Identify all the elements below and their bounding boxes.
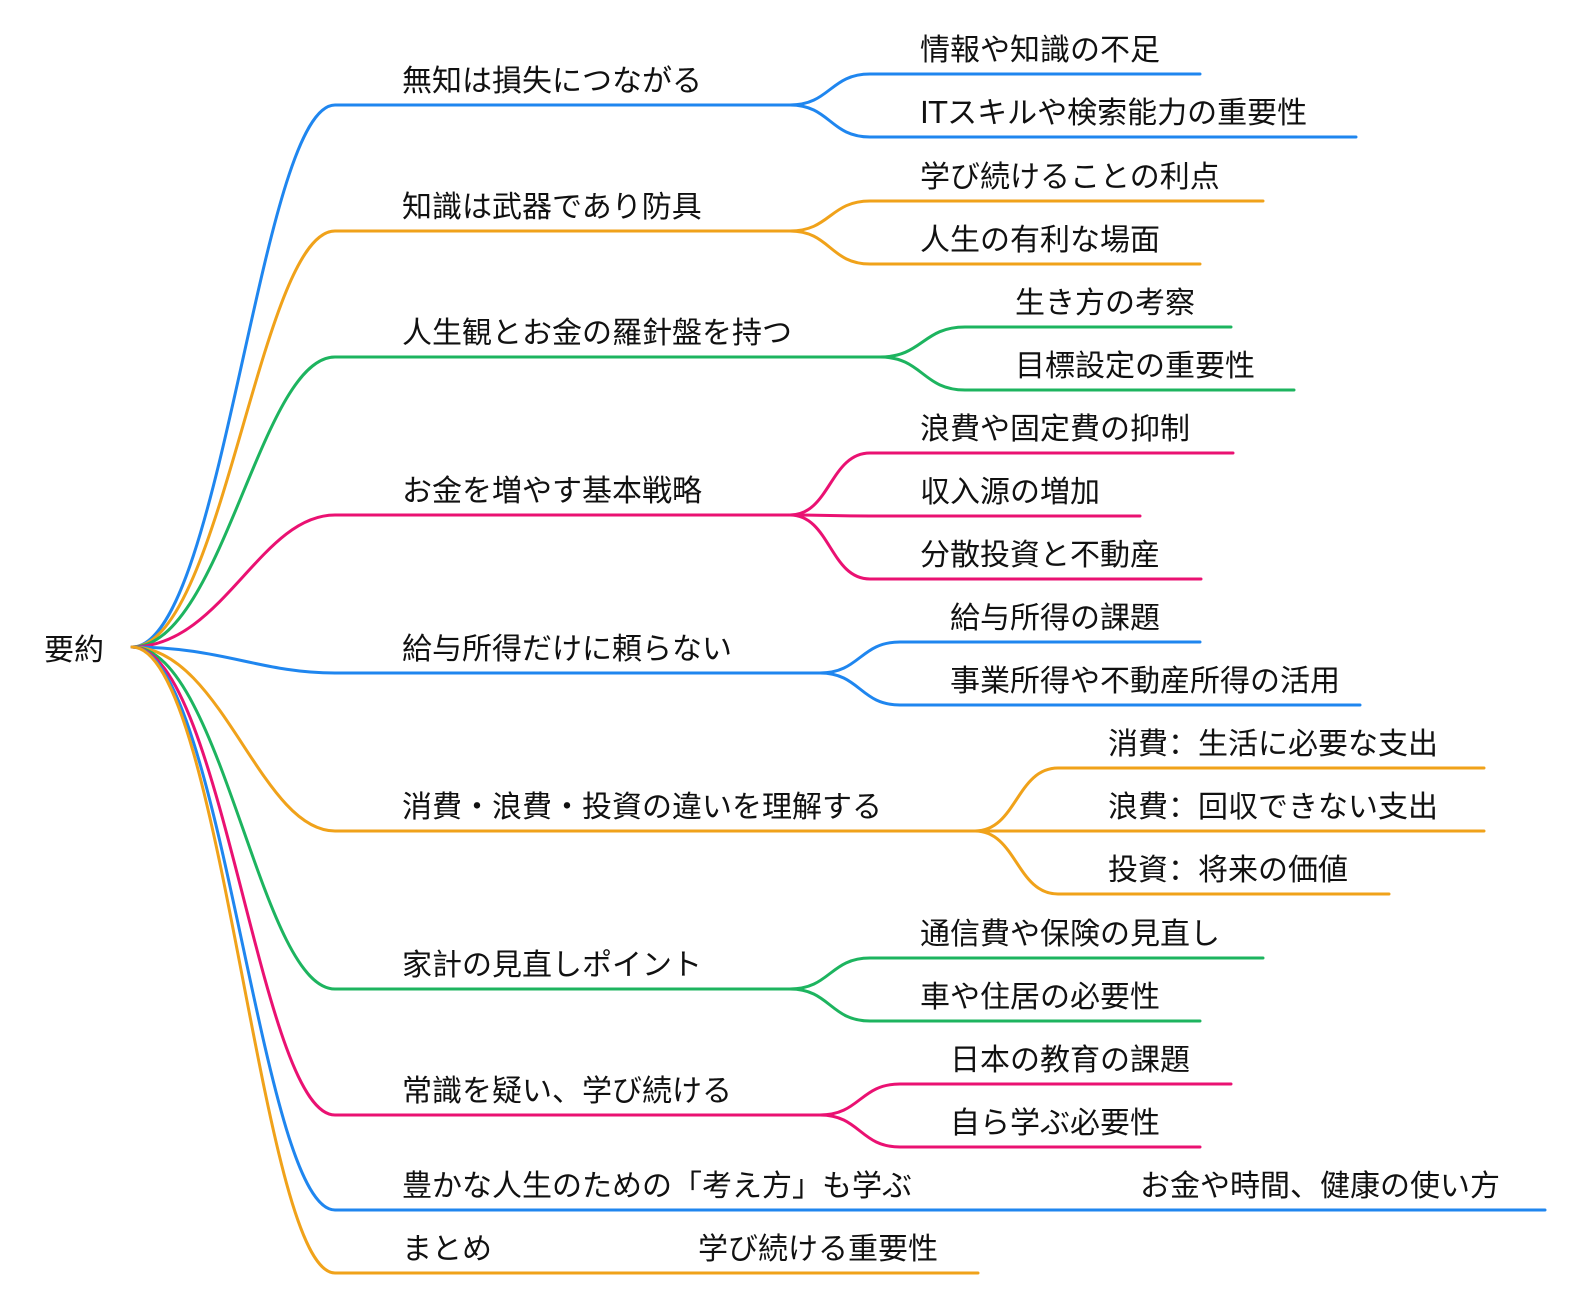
leaf-edge bbox=[788, 513, 1203, 581]
branch-edge bbox=[130, 645, 822, 675]
branch-node[interactable]: 消費・浪費・投資の違いを理解する bbox=[402, 790, 882, 825]
branch-edge bbox=[130, 355, 882, 649]
branch-node[interactable]: 家計の見直しポイント bbox=[402, 948, 702, 983]
leaf-node[interactable]: 目標設定の重要性 bbox=[1015, 349, 1255, 384]
leaf-node[interactable]: 日本の教育の課題 bbox=[950, 1043, 1190, 1078]
branch-edge bbox=[130, 513, 792, 649]
leaf-node[interactable]: 事業所得や不動産所得の活用 bbox=[950, 664, 1340, 699]
branch-node[interactable]: 豊かな人生のための「考え方」も学ぶ bbox=[402, 1169, 912, 1204]
leaf-edge bbox=[973, 766, 1486, 833]
leaf-node[interactable]: 生き方の考察 bbox=[1015, 286, 1195, 321]
branch-edge bbox=[130, 645, 652, 1275]
leaf-node[interactable]: ITスキルや検索能力の重要性 bbox=[920, 96, 1307, 131]
leaf-node[interactable]: 車や住居の必要性 bbox=[920, 980, 1160, 1015]
leaf-edge bbox=[788, 229, 1202, 266]
branch-node[interactable]: 人生観とお金の羅針盤を持つ bbox=[402, 316, 792, 351]
branch-edge bbox=[130, 103, 792, 649]
leaf-node[interactable]: 学び続ける重要性 bbox=[698, 1232, 938, 1267]
branch-edge bbox=[130, 645, 1102, 1212]
leaf-edge bbox=[788, 451, 1235, 517]
leaf-edge bbox=[818, 1082, 1233, 1117]
branch-node[interactable]: 給与所得だけに頼らない bbox=[402, 632, 732, 667]
leaf-edge bbox=[818, 1113, 1202, 1149]
leaf-node[interactable]: お金や時間、健康の使い方 bbox=[1140, 1169, 1500, 1204]
leaf-edge bbox=[818, 640, 1202, 675]
leaf-node[interactable]: 浪費：回収できない支出 bbox=[1108, 790, 1438, 825]
branch-edge bbox=[130, 645, 792, 991]
branch-edge bbox=[130, 645, 822, 1117]
leaf-node[interactable]: 消費：生活に必要な支出 bbox=[1108, 727, 1438, 762]
leaf-node[interactable]: 分散投資と不動産 bbox=[920, 538, 1160, 573]
branch-node[interactable]: 無知は損失につながる bbox=[402, 64, 702, 99]
leaf-node[interactable]: 浪費や固定費の抑制 bbox=[920, 412, 1190, 447]
branch-edge bbox=[130, 229, 792, 649]
leaf-node[interactable]: 学び続けることの利点 bbox=[920, 160, 1220, 195]
leaf-edge bbox=[788, 513, 1142, 518]
leaf-node[interactable]: 人生の有利な場面 bbox=[920, 223, 1160, 258]
leaf-node[interactable]: 自ら学ぶ必要性 bbox=[950, 1106, 1160, 1141]
leaf-edge bbox=[973, 829, 1391, 896]
leaf-edge bbox=[788, 72, 1202, 107]
leaf-node[interactable]: 給与所得の課題 bbox=[950, 601, 1160, 636]
branch-edge bbox=[130, 645, 977, 833]
branch-node[interactable]: 常識を疑い、学び続ける bbox=[402, 1074, 732, 1109]
leaf-node[interactable]: 投資：将来の価値 bbox=[1108, 853, 1348, 888]
leaf-edge bbox=[878, 355, 1296, 392]
mindmap-labels: 要約 無知は損失につながる 情報や知識の不足 ITスキルや検索能力の重要性知識は武器… bbox=[44, 33, 1500, 1267]
leaf-node[interactable]: 情報や知識の不足 bbox=[920, 33, 1160, 68]
branch-node[interactable]: お金を増やす基本戦略 bbox=[402, 474, 702, 509]
leaf-node[interactable]: 収入源の増加 bbox=[920, 475, 1100, 510]
root-node[interactable]: 要約 bbox=[44, 633, 104, 668]
leaf-node[interactable]: 通信費や保険の見直し bbox=[920, 917, 1220, 952]
mindmap-edges bbox=[130, 72, 1547, 1275]
branch-node[interactable]: まとめ bbox=[402, 1232, 492, 1267]
leaf-edge bbox=[818, 671, 1362, 707]
leaf-edge bbox=[788, 956, 1265, 991]
branch-node[interactable]: 知識は武器であり防具 bbox=[402, 190, 702, 225]
leaf-edge bbox=[788, 987, 1202, 1023]
leaf-edge bbox=[788, 103, 1358, 139]
leaf-edge bbox=[878, 325, 1233, 359]
leaf-edge bbox=[788, 199, 1265, 233]
